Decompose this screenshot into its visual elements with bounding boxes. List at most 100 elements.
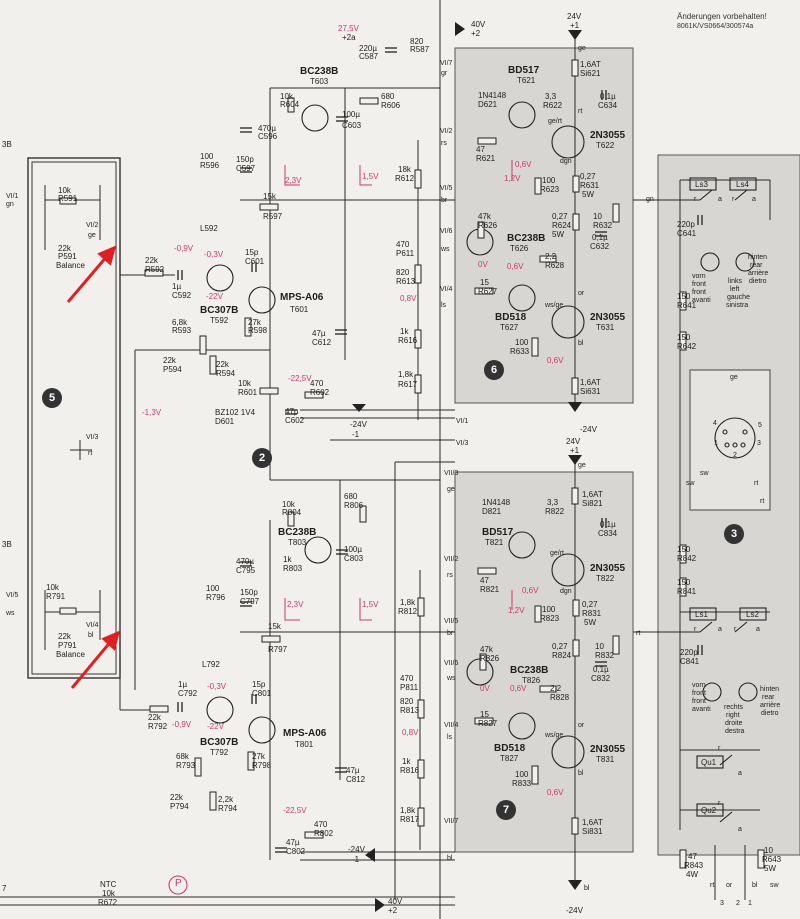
din-socket — [714, 417, 756, 459]
switch-qu1: Qu1 — [701, 758, 717, 767]
r594-value: 22k — [216, 360, 229, 369]
transistor-t592 — [206, 264, 234, 292]
p-marker: P — [175, 878, 182, 889]
transistor-t622 — [551, 125, 585, 159]
voltage-lower-5: 1,5V — [362, 600, 379, 609]
pin-vi-6: VI/6 — [440, 228, 453, 235]
supply-27v5: 27,5V — [338, 24, 359, 33]
r803-ref: R803 — [283, 564, 303, 573]
r813-value: 820 — [400, 697, 414, 706]
t603-ref: T603 — [310, 77, 329, 86]
change-note: Änderungen vorbehalten! — [677, 12, 767, 21]
d621-ref: D621 — [478, 100, 498, 109]
r796-value: 100 — [206, 584, 220, 593]
supply-40v-top: 40V — [471, 20, 486, 29]
si821-value: 1,6AT — [582, 490, 603, 499]
wire-bl-2: bl — [578, 770, 584, 777]
c812-ref: C812 — [346, 775, 366, 784]
p791-balance: Balance — [56, 650, 85, 659]
spk-rear2-fr: arrière — [760, 702, 781, 709]
c592-ref: C592 — [172, 291, 192, 300]
r642-ref: R642 — [677, 342, 697, 351]
switch-contact-a1: a — [718, 196, 722, 203]
r604-value: 10k — [280, 92, 293, 101]
transistor-t827 — [508, 712, 536, 740]
spk-rear2-en: rear — [762, 694, 775, 701]
c634-value: 0,1µ — [600, 92, 616, 101]
c601-value: 15p — [245, 248, 259, 257]
d601-ref: D601 — [215, 417, 235, 426]
pin-vii-7: VII/7 — [444, 818, 459, 825]
r631-rating: 5W — [582, 190, 594, 199]
r672-ref: R672 — [98, 898, 118, 907]
si621-value: 1,6AT — [580, 60, 601, 69]
supply-neg24-left-pin: -1 — [352, 855, 360, 864]
r813-ref: R813 — [400, 706, 420, 715]
c632-value: 0,1µ — [592, 233, 608, 242]
si821-ref: Si821 — [582, 499, 603, 508]
t826-ref: T826 — [522, 676, 541, 685]
r841-value: 150 — [677, 578, 691, 587]
transistor-t801 — [248, 716, 276, 744]
c792-value: 1µ — [178, 680, 188, 689]
r624-rating: 5W — [552, 230, 564, 239]
p791-ref: P791 — [58, 641, 77, 650]
transistor-t621 — [508, 101, 536, 129]
spk-front2-fr: front — [692, 698, 707, 705]
transistor-t803 — [304, 536, 332, 564]
voltage-lower-8: 0,6V — [522, 586, 539, 595]
wire-rt-1: rt — [578, 108, 583, 115]
voltage-upper-8: 0,6V — [515, 160, 532, 169]
spk-left-it: sinistra — [726, 302, 749, 309]
r627-ref: R627 — [478, 287, 498, 296]
bottom-pin-1: 1 — [748, 900, 752, 907]
pin-vi-4: VI/4 — [440, 286, 453, 293]
voltage-lower-1: -0,3V — [207, 682, 227, 691]
transistor-t603 — [301, 104, 329, 132]
socket-pin-5: 5 — [758, 422, 762, 429]
pin-v1-3-wire: rt — [88, 450, 93, 457]
r591-value: 10k — [58, 186, 71, 195]
r602-ref: R602 — [310, 388, 330, 397]
spk-rear-de: hinten — [748, 254, 768, 261]
t801-type: MPS-A06 — [283, 728, 327, 739]
supply-neg24-bottom: -24V — [566, 906, 583, 915]
pin-v1-2: VI/2 — [86, 222, 99, 229]
t821-type: BD517 — [482, 527, 514, 538]
si831-value: 1,6AT — [582, 818, 603, 827]
pin-vii-2-wire: rs — [447, 572, 453, 579]
r601-value: 10k — [238, 379, 251, 388]
r621-ref: R621 — [476, 154, 496, 163]
t592-ref: T592 — [210, 316, 229, 325]
r794-ref: R794 — [218, 804, 238, 813]
spk-rear-en: rear — [750, 262, 763, 269]
r833-value: 100 — [515, 770, 529, 779]
t621-ref: T621 — [517, 76, 536, 85]
si631-value: 1,6AT — [580, 378, 601, 387]
r622-ref: R622 — [543, 101, 563, 110]
pin-v1-5-wire: ws — [6, 610, 15, 617]
r821-value: 47 — [480, 576, 489, 585]
socket-sw: sw — [686, 480, 695, 487]
r831-rating: 5W — [584, 618, 596, 627]
r792-value: 22k — [148, 713, 161, 722]
t803-ref: T803 — [288, 538, 307, 547]
r816-ref: R816 — [400, 766, 420, 775]
supply-24v-mid-pin: +1 — [570, 446, 580, 455]
p811-value: 470 — [400, 674, 414, 683]
transistor-t631 — [551, 305, 585, 339]
switch-contact-a4: a — [756, 626, 760, 633]
spk-rear-it: dietro — [749, 278, 767, 285]
c812-value: 47µ — [346, 766, 360, 775]
switch-contact-a5: a — [738, 770, 742, 777]
module-5-badge: 5 — [42, 388, 62, 408]
r672-value: 10k — [102, 889, 115, 898]
wire-gert-1: ge/rt — [548, 118, 563, 125]
pin-vi-7-wire: gr — [441, 70, 448, 77]
bottom-bl: bl — [752, 882, 758, 889]
pin-vii-6-wire: ws — [447, 675, 456, 682]
switch-contact-r5: r — [718, 745, 721, 752]
supply-neg24-ch1-pin: -1 — [352, 430, 360, 439]
r824-ref: R824 — [552, 651, 572, 660]
r806-ref: R806 — [344, 501, 364, 510]
